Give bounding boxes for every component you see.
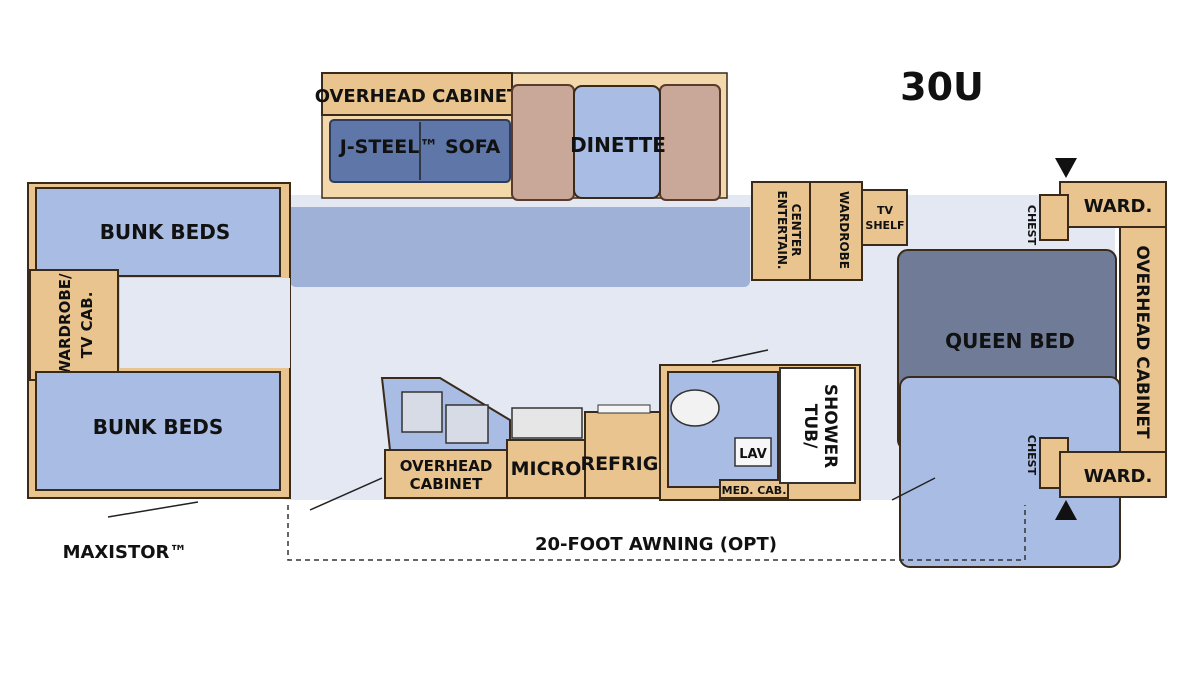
- sofa-label: J-STEEL™ SOFA: [338, 136, 501, 158]
- tub-label-2: SHOWER: [820, 384, 840, 468]
- wardrobe-tv-cab: [29, 269, 119, 381]
- bunk-beds-top-label: BUNK BEDS: [100, 220, 231, 244]
- overhead-cabinet-kitchen: [384, 449, 508, 499]
- tv-shelf: [861, 189, 908, 246]
- wardrobe-mid-label: WARDROBE: [837, 191, 851, 269]
- med-cab: [719, 479, 789, 499]
- entry-arrow-bottom: [1055, 500, 1077, 520]
- overhead-cabinet-right: [1119, 226, 1167, 458]
- queen-bed-label: QUEEN BED: [945, 329, 1075, 353]
- tub-shower: [779, 367, 856, 484]
- entry-arrow-top: [1055, 158, 1077, 178]
- lav-sink: [734, 437, 772, 467]
- overhead-cabinet-top-label: OVERHEAD CABINET: [315, 86, 520, 107]
- stove: [511, 407, 583, 439]
- living-floor: [290, 195, 750, 287]
- bath-door-line: [711, 349, 769, 363]
- model-title: 30U: [900, 65, 984, 109]
- overhead-cabinet-kitchen-label-1: OVERHEAD: [400, 457, 493, 475]
- sink-right: [445, 404, 489, 444]
- wardrobe-bottom: [1059, 451, 1167, 498]
- bunk-bed-bottom: [35, 371, 281, 491]
- bunk-bed-top: [35, 187, 281, 277]
- maxistor-pointer: [107, 501, 199, 518]
- door-swing-right: [891, 477, 936, 501]
- bunk-aisle: [120, 278, 290, 368]
- refrig-vent: [597, 404, 651, 414]
- med-cab-label: MED. CAB.: [722, 484, 787, 497]
- bunk-beds-bottom-label: BUNK BEDS: [93, 415, 224, 439]
- tub-label-1: TUB/: [800, 404, 820, 449]
- wardrobe-mid: [809, 181, 863, 281]
- awning-outline: [287, 505, 1026, 561]
- tv-shelf-label-1: TV: [877, 204, 894, 217]
- tv-shelf-label-2: SHELF: [865, 219, 904, 232]
- dinette-table: [573, 85, 661, 199]
- micro-label: MICRO: [511, 458, 582, 480]
- maxistor-label: MAXISTOR™: [63, 542, 188, 563]
- ward-bottom-label: WARD.: [1084, 466, 1153, 487]
- wardrobe-tv-label-1: WARDROBE/: [56, 273, 74, 376]
- awning-label: 20-FOOT AWNING (OPT): [535, 534, 777, 555]
- dinette-label: DINETTE: [570, 133, 666, 157]
- toilet: [670, 389, 720, 427]
- chest-bottom-label: CHEST: [1025, 435, 1038, 476]
- entertain-label-2: CENTER: [789, 204, 803, 257]
- wardrobe-tv-label-2: TV CAB.: [78, 292, 96, 359]
- entertain-label-1: ENTERTAIN.: [775, 191, 789, 270]
- door-swing-left: [309, 477, 383, 511]
- dinette-seat-left: [511, 84, 575, 201]
- bath-floor: [667, 371, 779, 488]
- sink-left: [401, 391, 443, 433]
- micro-cabinet: [506, 439, 586, 499]
- lav-label: LAV: [739, 447, 767, 462]
- chest-top-label: CHEST: [1025, 205, 1038, 246]
- dinette-seat-right: [659, 84, 721, 201]
- entertainment-center: [751, 181, 811, 281]
- chest-top: [1039, 194, 1069, 241]
- overhead-cabinet-right-label: OVERHEAD CABINET: [1132, 245, 1152, 439]
- overhead-cabinet-kitchen-label-2: CABINET: [410, 475, 483, 493]
- refrig-label: REFRIG.: [580, 453, 665, 475]
- ward-top-label: WARD.: [1084, 196, 1153, 217]
